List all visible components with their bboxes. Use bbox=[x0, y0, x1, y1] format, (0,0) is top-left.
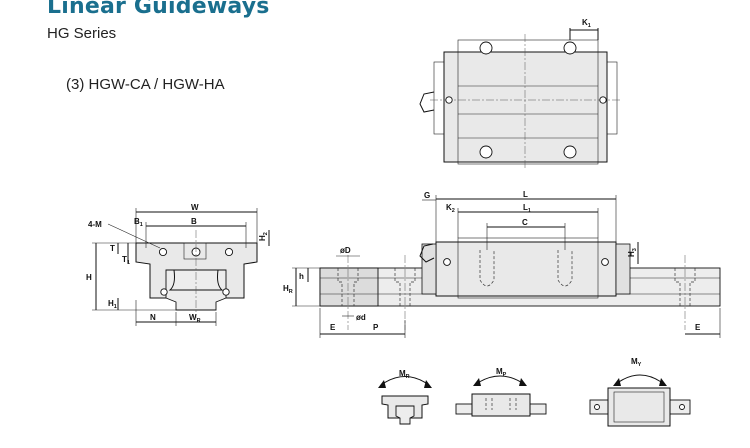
label-mr: MR bbox=[399, 369, 410, 380]
label-hr: HR bbox=[283, 284, 293, 295]
label-phid-big: øD bbox=[340, 246, 351, 255]
page-title: Linear Guideways bbox=[47, 0, 270, 19]
label-phid-small: ød bbox=[356, 313, 366, 322]
front-view: W B B1 H2 4-M T T1 H H1 N WR bbox=[86, 203, 270, 326]
label-mp: MP bbox=[496, 367, 507, 378]
label-c: C bbox=[522, 218, 528, 227]
label-t: T bbox=[110, 244, 115, 253]
series-label: HG Series bbox=[47, 25, 117, 42]
side-view: L L1 C G K2 H3 øD h HR ød E bbox=[283, 190, 721, 338]
label-b1: B1 bbox=[134, 217, 143, 228]
model-label: (3) HGW-CA / HGW-HA bbox=[66, 76, 225, 93]
label-n: N bbox=[150, 313, 156, 322]
label-wr: WR bbox=[189, 313, 201, 324]
label-l1: L1 bbox=[523, 203, 531, 214]
label-e-right: E bbox=[695, 323, 701, 332]
moment-mp: MP bbox=[455, 367, 547, 417]
label-b: B bbox=[191, 217, 197, 226]
moment-mr: MR bbox=[378, 369, 432, 425]
top-view: K1 bbox=[419, 18, 620, 170]
label-h-small: h bbox=[299, 272, 304, 281]
label-w: W bbox=[191, 203, 199, 212]
label-t1: T1 bbox=[122, 255, 130, 266]
label-h1: H1 bbox=[108, 299, 117, 310]
label-h2: H2 bbox=[258, 232, 269, 241]
label-my: MY bbox=[631, 357, 642, 368]
label-4m: 4-M bbox=[88, 220, 102, 229]
label-p: P bbox=[373, 323, 379, 332]
label-h: H bbox=[86, 273, 92, 282]
moment-my: MY bbox=[589, 357, 691, 427]
label-k2: K2 bbox=[446, 203, 455, 214]
label-e-left: E bbox=[330, 323, 336, 332]
label-k1: K1 bbox=[582, 18, 591, 29]
label-l: L bbox=[523, 190, 528, 199]
label-h3: H3 bbox=[627, 248, 638, 257]
label-g: G bbox=[424, 191, 430, 200]
